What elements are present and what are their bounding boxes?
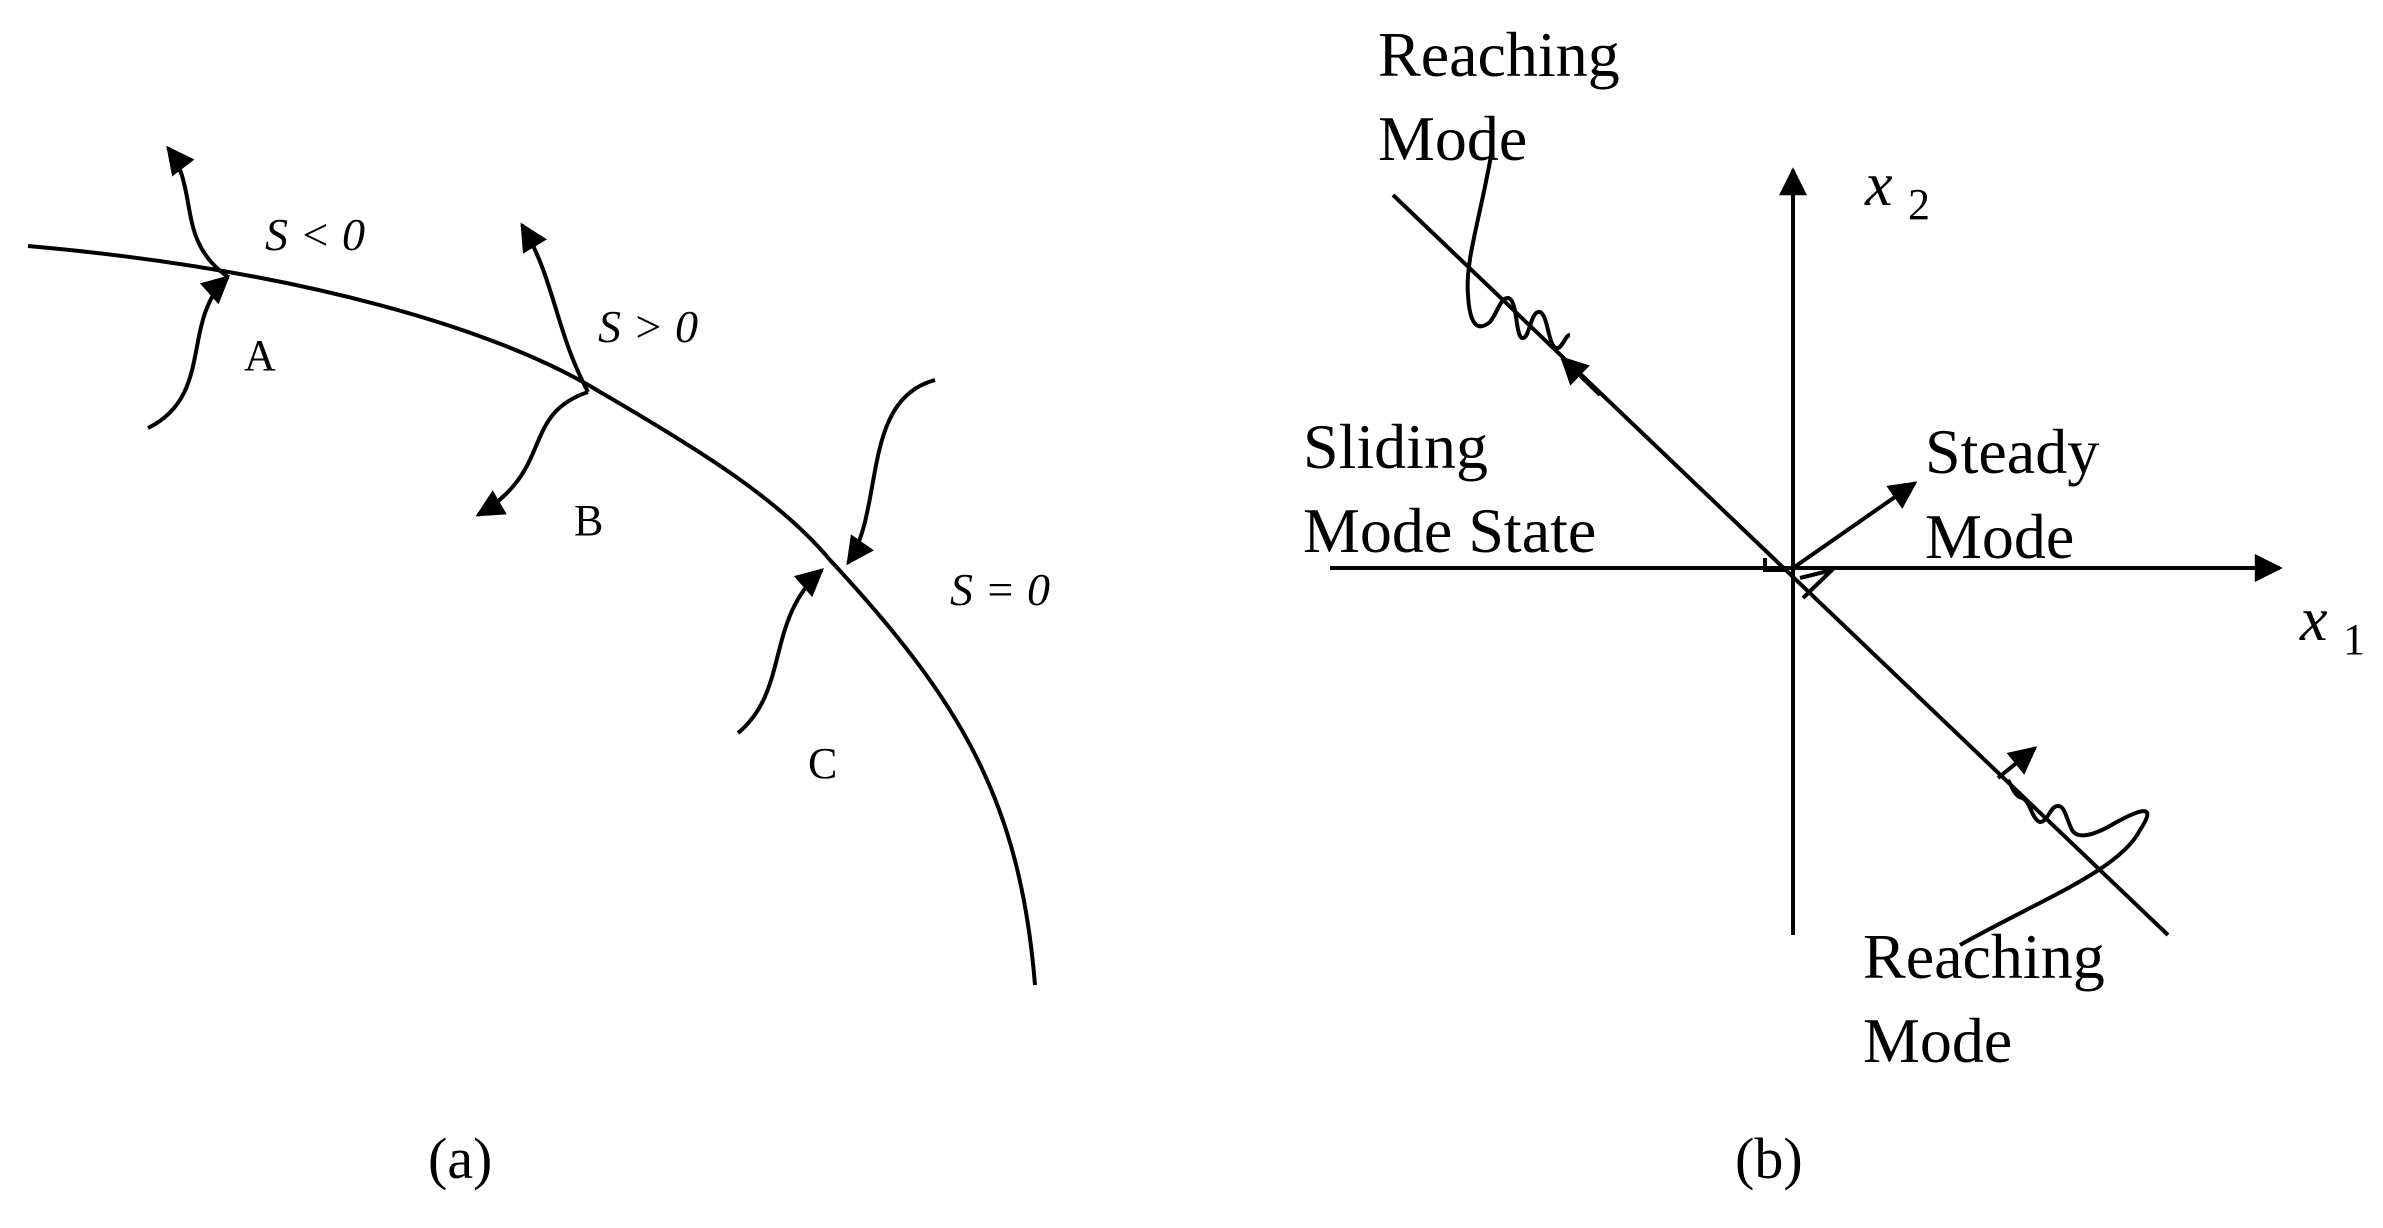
trajectory-c-lower [736, 568, 825, 735]
point-b-label: B [574, 496, 603, 545]
reaching-bottom-line2: Mode [1863, 1005, 2012, 1076]
sliding-line1: Sliding [1303, 411, 1488, 482]
point-c-label: C [808, 739, 837, 788]
reaching-trajectory-top [1465, 149, 1571, 351]
reaching-top-line1: Reaching [1378, 19, 1620, 90]
trajectory-b-down [475, 390, 589, 517]
x1-axis-letter: x [2299, 586, 2328, 654]
x1-axis-subscript: 1 [2343, 615, 2365, 664]
trajectory-b-up [520, 222, 590, 393]
reaching-trajectory-bottom [1959, 778, 2150, 947]
region-neg-label: S < 0 [265, 209, 365, 260]
caption-a: (a) [428, 1126, 492, 1191]
origin-corner-mark [1763, 558, 1839, 600]
x2-axis-label: x 2 [1864, 151, 1930, 229]
x2-axis-subscript: 2 [1908, 180, 1930, 229]
sliding-surface-curve [27, 244, 1037, 986]
panel-a: S < 0 S > 0 S = 0 A B C (a) [27, 145, 1050, 1191]
steady-mode-arrow [1791, 481, 1918, 570]
trajectory-a-in [147, 275, 231, 430]
region-pos-label: S > 0 [598, 301, 698, 352]
trajectory-c-upper [846, 378, 936, 566]
reaching-bottom-line1: Reaching [1863, 921, 2105, 992]
x1-axis-label: x 1 [2299, 586, 2365, 664]
steady-line2: Mode [1925, 501, 2074, 572]
caption-b: (b) [1735, 1126, 1803, 1191]
steady-line1: Steady [1925, 416, 2099, 487]
point-a-label: A [244, 331, 276, 380]
x2-axis-letter: x [1864, 151, 1893, 219]
sliding-arrow-lower [1996, 746, 2038, 780]
surface-label: S = 0 [950, 564, 1050, 615]
sliding-arrow-upper [1559, 356, 1602, 397]
reaching-top-line2: Mode [1378, 103, 1527, 174]
sliding-line2: Mode State [1303, 495, 1596, 566]
panel-b: Reaching Mode Sliding Mode State Steady … [1303, 19, 2365, 1191]
sliding-line [1391, 193, 2170, 937]
trajectory-a-out [166, 145, 230, 279]
